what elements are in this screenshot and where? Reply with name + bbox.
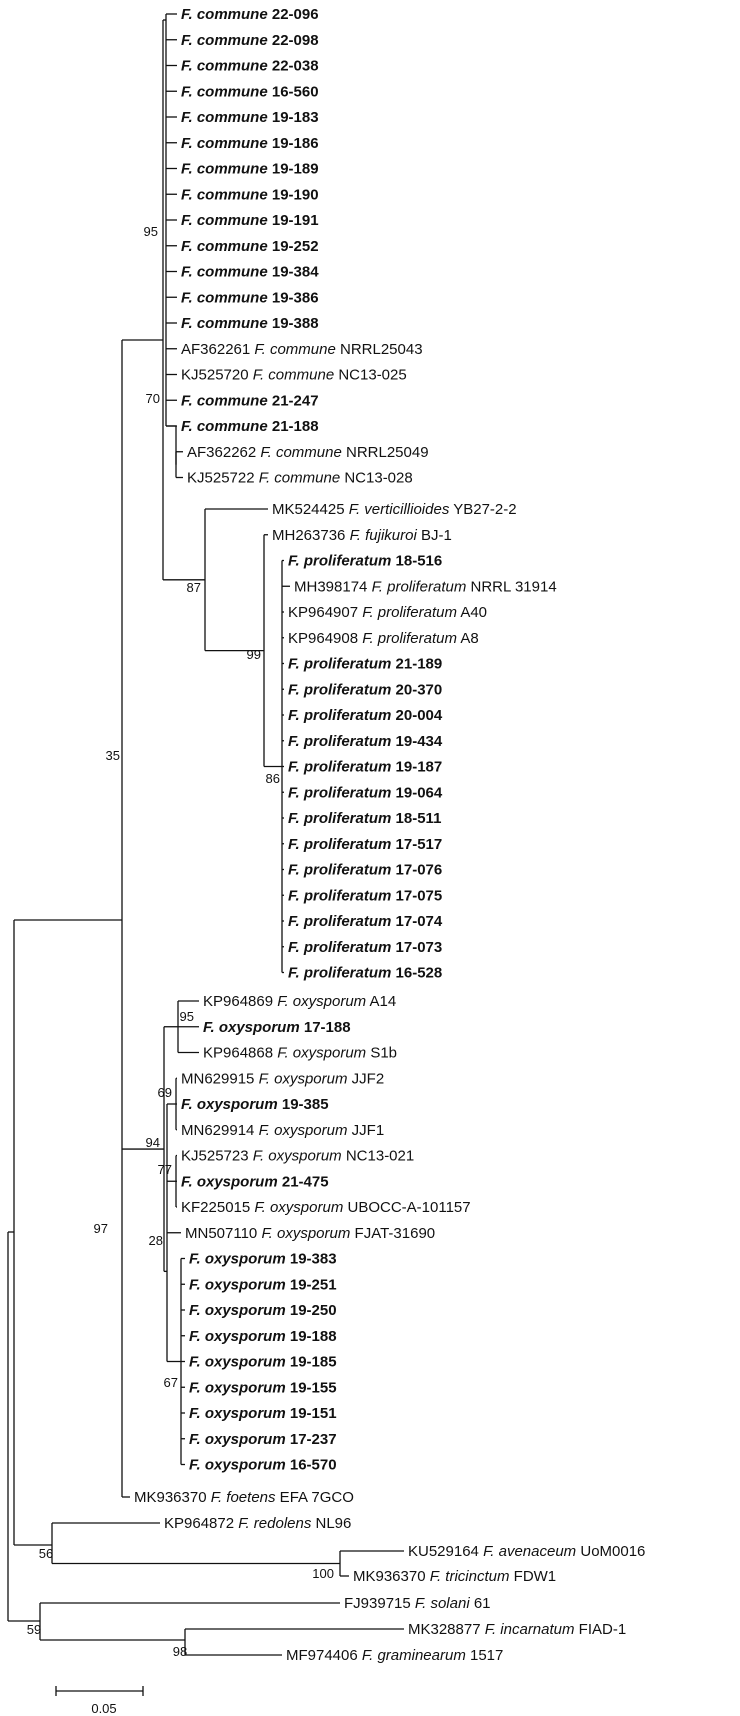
leaf-label: F. commune 19-191 xyxy=(181,212,319,229)
bootstrap-label: 69 xyxy=(158,1085,172,1100)
leaf-label: F. commune 19-388 xyxy=(181,315,319,332)
leaf-label: F. proliferatum 16-528 xyxy=(288,965,442,982)
leaf-label: F. proliferatum 20-004 xyxy=(288,707,443,724)
bootstrap-label: 99 xyxy=(247,647,261,662)
leaf-label: F. oxysporum 19-251 xyxy=(189,1276,337,1293)
leaf-label: KJ525722 F. commune NC13-028 xyxy=(187,470,413,487)
leaf-label: F. proliferatum 17-073 xyxy=(288,939,442,956)
bootstrap-label: 95 xyxy=(144,224,158,239)
bootstrap-label: 59 xyxy=(27,1622,41,1637)
bootstrap-label: 87 xyxy=(187,580,201,595)
bootstrap-label: 67 xyxy=(164,1375,178,1390)
leaf-label: KP964869 F. oxysporum A14 xyxy=(203,993,396,1010)
leaf-label: F. proliferatum 21-189 xyxy=(288,656,442,673)
leaf-label: AF362262 F. commune NRRL25049 xyxy=(187,444,429,461)
leaf-label: KJ525720 F. commune NC13-025 xyxy=(181,367,407,384)
bootstrap-label: 35 xyxy=(106,748,120,763)
leaf-label: MK936370 F. tricinctum FDW1 xyxy=(353,1568,556,1585)
leaf-label: KP964872 F. redolens NL96 xyxy=(164,1515,351,1532)
bootstrap-label: 86 xyxy=(266,771,280,786)
leaf-label: KP964908 F. proliferatum A8 xyxy=(288,630,479,647)
leaf-label: F. proliferatum 17-074 xyxy=(288,913,443,930)
leaf-label: F. commune 19-190 xyxy=(181,186,319,203)
leaf-label: F. commune 19-252 xyxy=(181,238,319,255)
bootstrap-values: 95 70 87 99 86 35 95 69 94 77 28 67 97 56 100 59 98 xyxy=(27,224,334,1659)
leaf-label: F. commune 19-183 xyxy=(181,109,319,126)
bootstrap-label: 98 xyxy=(173,1644,187,1659)
leaf-label: F. proliferatum 19-434 xyxy=(288,733,443,750)
leaf-label: MK328877 F. incarnatum FIAD-1 xyxy=(408,1621,626,1638)
leaf-label: F. commune 19-189 xyxy=(181,161,319,178)
leaf-labels: F. commune 22-096 F. commune 22-098 F. com… xyxy=(134,6,645,1664)
leaf-label: F. commune 16-560 xyxy=(181,83,319,100)
leaf-label: F. oxysporum 16-570 xyxy=(189,1457,337,1474)
leaf-label: AF362261 F. commune NRRL25043 xyxy=(181,341,423,358)
leaf-label: KU529164 F. avenaceum UoM0016 xyxy=(408,1543,645,1560)
leaf-label: F. oxysporum 19-385 xyxy=(181,1096,329,1113)
leaf-label: F. oxysporum 19-250 xyxy=(189,1302,337,1319)
scale-bar: 0.05 xyxy=(55,1686,144,1716)
leaf-label: F. commune 19-186 xyxy=(181,135,319,152)
leaf-label: F. oxysporum 17-237 xyxy=(189,1431,337,1448)
bootstrap-label: 70 xyxy=(146,391,160,406)
bootstrap-label: 100 xyxy=(312,1566,334,1581)
bootstrap-label: 95 xyxy=(180,1009,194,1024)
leaf-label: F. commune 22-096 xyxy=(181,6,319,23)
leaf-label: MN629914 F. oxysporum JJF1 xyxy=(181,1122,384,1139)
bootstrap-label: 28 xyxy=(149,1233,163,1248)
leaf-label: F. oxysporum 21-475 xyxy=(181,1173,329,1190)
leaf-label: F. commune 19-386 xyxy=(181,289,319,306)
leaf-label: MH398174 F. proliferatum NRRL 31914 xyxy=(294,578,557,595)
leaf-label: F. oxysporum 17-188 xyxy=(203,1019,351,1036)
leaf-label: KP964907 F. proliferatum A40 xyxy=(288,604,487,621)
tree-branches xyxy=(7,13,404,1656)
leaf-label: F. oxysporum 19-155 xyxy=(189,1379,337,1396)
leaf-label: F. oxysporum 19-185 xyxy=(189,1354,337,1371)
leaf-label: F. oxysporum 19-188 xyxy=(189,1328,337,1345)
leaf-label: FJ939715 F. solani 61 xyxy=(344,1595,491,1612)
bootstrap-label: 97 xyxy=(94,1221,108,1236)
leaf-label: MN507110 F. oxysporum FJAT-31690 xyxy=(185,1225,435,1242)
bootstrap-label: 94 xyxy=(146,1135,160,1150)
leaf-label: MK524425 F. verticillioides YB27-2-2 xyxy=(272,501,517,518)
leaf-label: MF974406 F. graminearum 1517 xyxy=(286,1647,503,1664)
leaf-label: F. proliferatum 17-517 xyxy=(288,836,442,853)
leaf-label: F. proliferatum 17-075 xyxy=(288,887,442,904)
leaf-label: F. oxysporum 19-383 xyxy=(189,1251,337,1268)
leaf-label: KF225015 F. oxysporum UBOCC-A-101157 xyxy=(181,1199,471,1216)
leaf-label: KP964868 F. oxysporum S1b xyxy=(203,1045,397,1062)
leaf-label: F. commune 21-247 xyxy=(181,392,319,409)
leaf-label: F. proliferatum 19-187 xyxy=(288,759,442,776)
leaf-label: F. commune 22-038 xyxy=(181,58,319,75)
leaf-label: F. commune 22-098 xyxy=(181,32,319,49)
leaf-label: F. proliferatum 20-370 xyxy=(288,681,442,698)
bootstrap-label: 77 xyxy=(158,1162,172,1177)
bootstrap-label: 56 xyxy=(39,1546,53,1561)
leaf-label: MH263736 F. fujikuroi BJ-1 xyxy=(272,527,452,544)
scale-bar-label: 0.05 xyxy=(91,1701,116,1716)
leaf-label: MK936370 F. foetens EFA 7GCO xyxy=(134,1489,354,1506)
leaf-label: F. proliferatum 18-516 xyxy=(288,553,442,570)
leaf-label: F. commune 21-188 xyxy=(181,418,319,435)
leaf-label: F. proliferatum 17-076 xyxy=(288,862,442,879)
leaf-label: F. commune 19-384 xyxy=(181,264,319,281)
leaf-label: F. proliferatum 18-511 xyxy=(288,810,441,827)
leaf-label: F. oxysporum 19-151 xyxy=(189,1405,337,1422)
leaf-label: MN629915 F. oxysporum JJF2 xyxy=(181,1070,384,1087)
leaf-label: F. proliferatum 19-064 xyxy=(288,784,443,801)
leaf-label: KJ525723 F. oxysporum NC13-021 xyxy=(181,1148,414,1165)
